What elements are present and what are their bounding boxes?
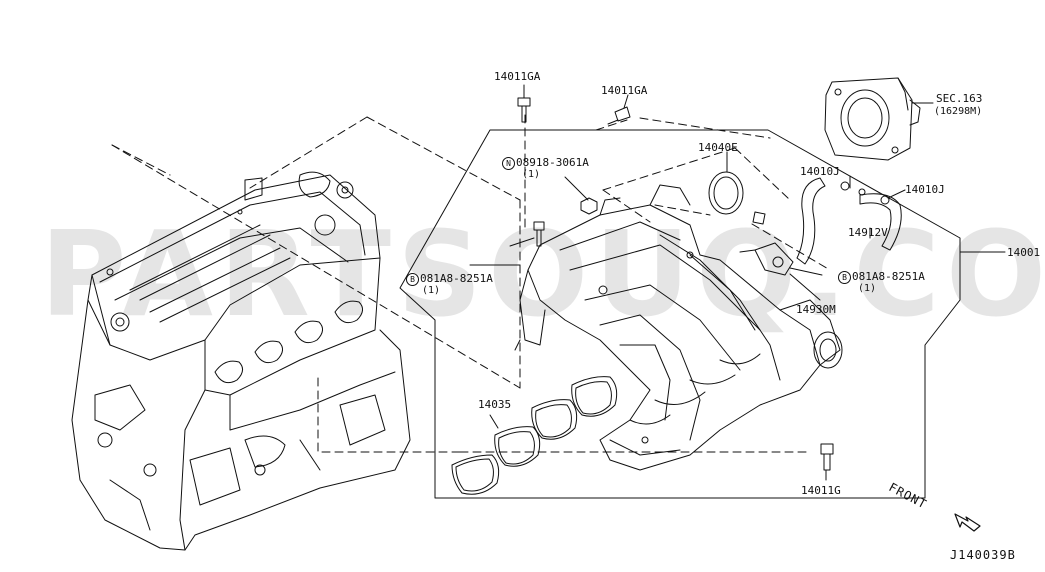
- part-label-14010J-a[interactable]: 14010J: [800, 165, 840, 178]
- part-label-14040E[interactable]: 14040E: [698, 141, 738, 154]
- gasket-14035-drawing: [451, 376, 618, 495]
- watermark-text: PARTSOUQ.COM: [40, 205, 1045, 343]
- nut-08918: [580, 197, 598, 215]
- part-label-14010J-b[interactable]: 14010J: [905, 183, 945, 196]
- nut-qty: (1): [522, 169, 541, 180]
- nut-symbol-icon: N: [502, 157, 515, 170]
- part-label-14011G[interactable]: 14011G: [801, 484, 841, 497]
- intake-manifold-drawing: [514, 184, 843, 471]
- bolt-right-code: 081A8-8251A: [852, 270, 925, 283]
- bolt-14011GA-top: [517, 97, 531, 123]
- part-label-14912V[interactable]: 14912V: [848, 226, 888, 239]
- hose-14912V: [796, 177, 902, 265]
- engine-block-drawing: [71, 171, 411, 551]
- o-ring-14040E: [708, 171, 744, 215]
- assembly-frame: [399, 129, 961, 499]
- part-label-14930M[interactable]: 14930M: [796, 303, 836, 316]
- diagram-code: J140039B: [950, 548, 1016, 562]
- bolt-right-qty: (1): [858, 283, 877, 294]
- part-label-14035[interactable]: 14035: [478, 398, 512, 411]
- part-label-14001[interactable]: 14001: [1007, 246, 1041, 259]
- part-label-14011GA-mid[interactable]: 14011GA: [601, 84, 648, 97]
- nut-code: 08918-3061A: [516, 156, 589, 169]
- front-arrow-icon: [954, 513, 981, 532]
- bolt-right-symbol-icon: B: [838, 271, 851, 284]
- section-ref-title[interactable]: SEC.163: [936, 92, 983, 105]
- bolt-left-symbol-icon: B: [406, 273, 419, 286]
- bolt-left-qty: (1): [422, 285, 441, 296]
- bolt-14011G: [820, 443, 834, 471]
- throttle-body-drawing: [824, 77, 921, 161]
- bolt-left-code: 081A8-8251A: [420, 272, 493, 285]
- sensor-14930M: [739, 242, 794, 276]
- part-label-14011GA-top[interactable]: 14011GA: [494, 70, 541, 83]
- bolt-081A8-left: [533, 221, 545, 247]
- bolt-14011GA-mid: [607, 106, 631, 125]
- section-ref-sub: (16298M): [934, 106, 983, 117]
